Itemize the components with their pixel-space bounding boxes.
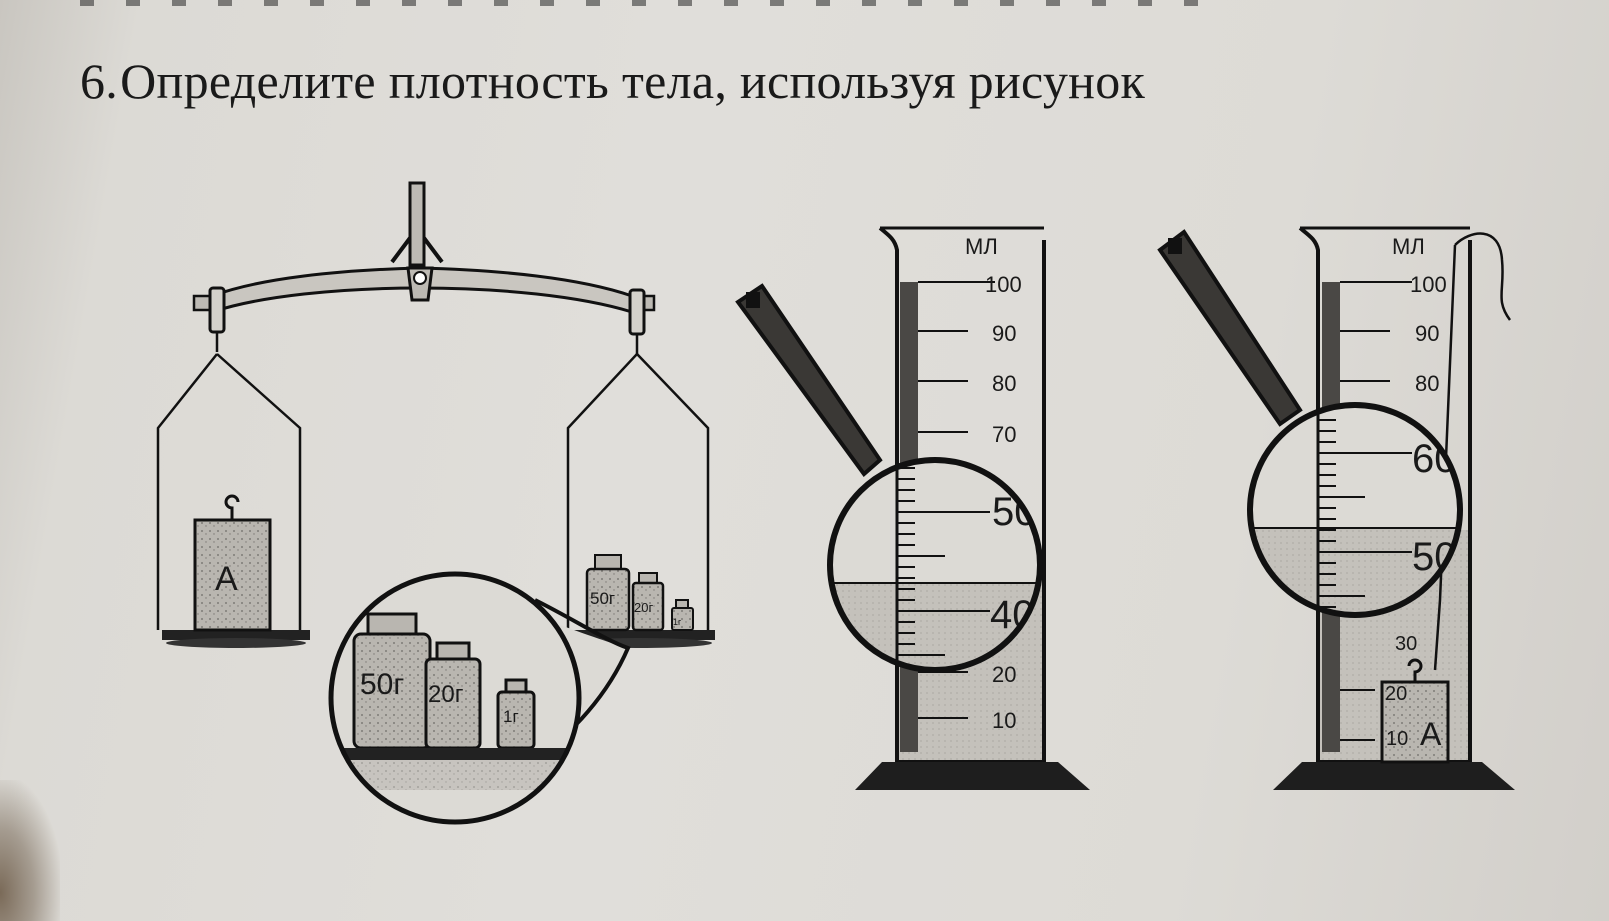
- cylinder-1-mark-100: 100: [985, 272, 1022, 297]
- pan-frame-right: [566, 353, 710, 630]
- cylinder-1-mark-10: 10: [992, 708, 1016, 733]
- previous-line-fragment: [80, 0, 1200, 6]
- pan-frame-left: [156, 353, 302, 630]
- cylinder-2-mark-30: 30: [1395, 633, 1417, 655]
- cylinder-1-mark-80: 80: [992, 371, 1016, 396]
- weight-50g-label-zoom: 50г: [360, 668, 404, 701]
- weight-50g-small: 50г: [585, 554, 631, 632]
- weight-20g-small: 20г: [631, 572, 665, 632]
- cylinder-1-base: [855, 762, 1090, 790]
- pan-plate-left: [162, 630, 310, 640]
- magnifier-1-handle: [735, 283, 883, 477]
- magnifier-2-handle: [1157, 229, 1303, 427]
- lens-1-ticks: [897, 467, 990, 656]
- balance-scale: A 50г 20г 1г: [156, 181, 715, 648]
- cylinder-1-unit: МЛ: [965, 234, 998, 259]
- cylinder-1-mark-20: 20: [992, 662, 1016, 687]
- weight-1g-small: 1г: [671, 599, 694, 631]
- thread: [1433, 232, 1512, 671]
- weight-20g-label-zoom: 20г: [428, 681, 464, 708]
- balance-stand: [408, 181, 426, 267]
- body-a-label: A: [215, 560, 238, 598]
- weight-1g-label-zoom: 1г: [503, 707, 519, 726]
- task-text: Определите плотность тела, используя рис…: [120, 53, 1146, 109]
- cylinder-2-mark-20: 20: [1385, 683, 1407, 705]
- cylinder-2-base: [1273, 762, 1515, 790]
- cylinder-2-unit: МЛ: [1392, 234, 1425, 259]
- weights-zoom-inset: 50г 20г 1г: [328, 571, 631, 825]
- lens-2-ticks: [1318, 419, 1412, 608]
- hanger-left: [208, 286, 226, 334]
- cylinder-2-mark-80: 80: [1415, 371, 1439, 396]
- cylinder-2-mark-10: 10: [1386, 728, 1408, 750]
- hanger-right: [628, 288, 646, 336]
- balance-pivot: [413, 271, 427, 285]
- weight-50g-label-small: 50г: [590, 589, 615, 608]
- cylinder-1-mark-70: 70: [992, 422, 1016, 447]
- body-a-label-in-cylinder: A: [1420, 716, 1442, 752]
- weight-20g-label-small: 20г: [634, 600, 653, 615]
- magnifier-1: 50 40: [735, 283, 1043, 673]
- body-a-on-balance: [193, 518, 272, 632]
- task-heading: 6.Определите плотность тела, используя р…: [80, 52, 1145, 110]
- cylinder-2-mark-90: 90: [1415, 321, 1439, 346]
- pan-plate-right: [565, 630, 715, 640]
- task-number: 6.: [80, 53, 119, 109]
- magnifier-1-lens: [827, 457, 1043, 673]
- magnifier-2-lens: [1247, 402, 1463, 618]
- cylinder-1-mark-90: 90: [992, 321, 1016, 346]
- cylinder-2-mark-100: 100: [1410, 272, 1447, 297]
- balance-fork: [390, 236, 444, 264]
- photo-edge-shadow: [0, 780, 60, 921]
- weight-1g-label-small: 1г: [673, 617, 682, 627]
